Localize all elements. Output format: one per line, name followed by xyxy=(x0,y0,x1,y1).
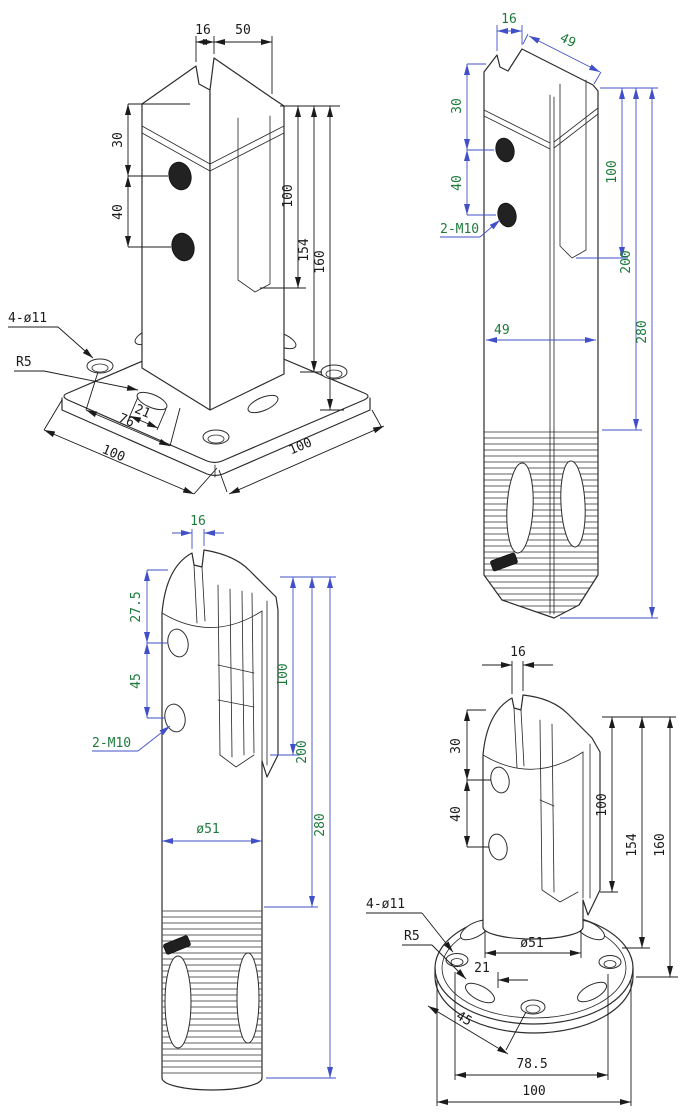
dim-16: 16 xyxy=(501,12,517,27)
thread-slots xyxy=(164,952,260,1049)
dim-100: 100 xyxy=(276,663,291,686)
dim-40: 40 xyxy=(449,806,464,822)
view-square-base-spigot: 16 50 30 40 100 154 160 4-ø11 R5 21 76 1… xyxy=(8,23,385,495)
dim-100: 100 xyxy=(605,160,620,183)
dim-30: 30 xyxy=(111,132,126,148)
dim-154: 154 xyxy=(297,238,312,262)
dim-280: 280 xyxy=(313,813,328,836)
dim-160: 160 xyxy=(653,833,668,856)
dim-21: 21 xyxy=(474,961,490,976)
dim-280: 280 xyxy=(635,320,650,343)
thread-slots xyxy=(506,460,586,554)
dimensions: 16 30 40 100 154 160 ø51 4-ø11 R5 21 45 xyxy=(366,645,678,1106)
dimensions: 16 50 30 40 100 154 160 4-ø11 R5 21 76 1… xyxy=(8,23,385,495)
dim-16: 16 xyxy=(190,514,206,529)
base-flange xyxy=(434,911,634,1034)
dim-45: 45 xyxy=(129,673,144,689)
dim-16: 16 xyxy=(510,645,526,660)
spigot-body xyxy=(482,694,601,940)
dim-200: 200 xyxy=(619,250,634,273)
m10-hole-upper xyxy=(168,161,192,191)
dim-76: 76 xyxy=(116,411,136,431)
dim-16: 16 xyxy=(195,23,211,38)
dim-100-glass: 100 xyxy=(281,184,296,207)
dim-154: 154 xyxy=(625,833,640,857)
m10-hole-upper xyxy=(167,628,189,658)
note-2-m10: 2-M10 xyxy=(92,736,131,751)
m10-hole-lower xyxy=(488,833,508,861)
view-round-tall-spigot: 16 27.5 45 2-M10 100 200 280 ø51 xyxy=(92,514,336,1091)
dim-dia51: ø51 xyxy=(520,936,543,951)
dim-49-top: 49 xyxy=(557,31,578,51)
dim-30: 30 xyxy=(449,738,464,754)
dim-50: 50 xyxy=(235,23,251,38)
dimensions: 16 27.5 45 2-M10 100 200 280 ø51 xyxy=(92,514,336,1079)
spigot-post xyxy=(141,57,285,411)
note-2-m10: 2-M10 xyxy=(440,222,479,237)
note-4-dia11: 4-ø11 xyxy=(366,897,405,912)
dimensions: 16 49 30 40 2-M10 100 200 280 49 xyxy=(440,12,658,619)
dim-200: 200 xyxy=(295,740,310,763)
dim-100-base: 100 xyxy=(522,1084,545,1099)
dim-49-mid: 49 xyxy=(494,323,510,338)
dim-30: 30 xyxy=(450,98,465,114)
view-square-tall-spigot: 16 49 30 40 2-M10 100 200 280 49 xyxy=(440,12,658,619)
note-r5: R5 xyxy=(404,929,420,944)
dim-45: 45 xyxy=(453,1009,474,1030)
m10-hole-lower xyxy=(164,703,186,733)
dome-crescent xyxy=(161,610,263,628)
dome-crescent xyxy=(482,751,584,770)
m10-hole-upper xyxy=(490,766,510,794)
m10-hole-lower xyxy=(497,202,517,228)
dim-27-5: 27.5 xyxy=(129,591,144,622)
m10-hole-lower xyxy=(171,232,195,262)
dim-100-base-left: 100 xyxy=(100,442,127,465)
m10-hole-upper xyxy=(495,137,515,163)
dim-160: 160 xyxy=(313,250,328,273)
material-stamp xyxy=(490,552,518,572)
note-r5: R5 xyxy=(16,355,32,370)
dim-100-base-right: 100 xyxy=(287,435,314,458)
material-stamp xyxy=(163,935,191,955)
view-round-base-spigot: 16 30 40 100 154 160 ø51 4-ø11 R5 21 45 xyxy=(366,645,678,1106)
dim-40: 40 xyxy=(111,204,126,220)
dim-78-5: 78.5 xyxy=(516,1057,547,1072)
dim-100: 100 xyxy=(595,793,610,816)
glass-recess xyxy=(559,79,587,259)
dim-40: 40 xyxy=(450,175,465,191)
dim-dia51: ø51 xyxy=(196,822,219,837)
note-4-dia11: 4-ø11 xyxy=(8,311,47,326)
glass-recess xyxy=(237,115,271,293)
